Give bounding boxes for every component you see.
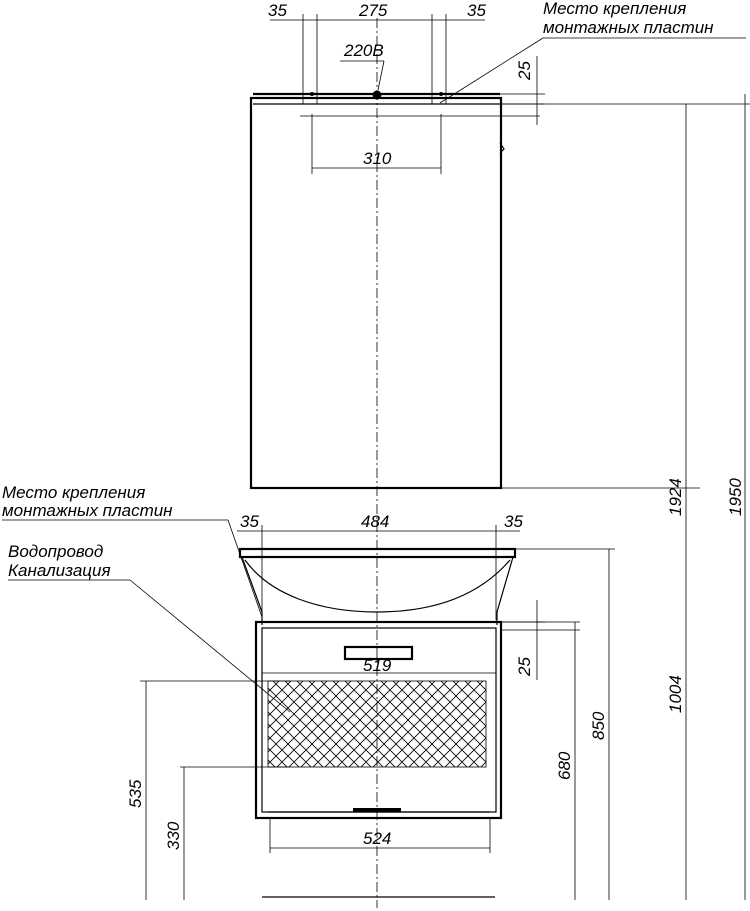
vanity-unit bbox=[238, 547, 517, 898]
cabinet-body bbox=[254, 620, 503, 820]
note-mount-bottom-line1: Место крепления bbox=[2, 483, 145, 502]
dim-height-1924: 1924 bbox=[666, 478, 685, 516]
note-mount-top-line1: Место крепления bbox=[543, 0, 686, 18]
note-water-line2: Канализация bbox=[8, 561, 111, 580]
left-height-dimensions: 535 330 bbox=[126, 680, 290, 900]
dim-height-535: 535 bbox=[126, 779, 145, 808]
dim-mirror-mount: 310 bbox=[363, 149, 392, 168]
sink-left-edge bbox=[241, 556, 263, 625]
top-dimension-group: 35 275 35 bbox=[268, 1, 486, 104]
mirror-hinge-icon bbox=[499, 142, 505, 154]
dim-height-1950: 1950 bbox=[726, 478, 745, 516]
dim-top-right: 35 bbox=[467, 1, 486, 20]
right-height-dimensions: 680 850 1004 bbox=[496, 548, 685, 900]
mirror-cabinet bbox=[249, 90, 505, 490]
dim-height-850: 850 bbox=[589, 711, 608, 740]
note-mount-bottom-line2: монтажных пластин bbox=[2, 501, 173, 520]
top-offset-dimension: 25 bbox=[500, 56, 545, 125]
mount-point-left-icon bbox=[310, 92, 314, 96]
dim-cabinet-left: 35 bbox=[240, 512, 259, 531]
sink-right-edge bbox=[496, 556, 514, 625]
drawer-offset-dimension: 25 bbox=[500, 600, 580, 680]
dim-cabinet-right: 35 bbox=[504, 512, 523, 531]
mirror-mount-dimension: 310 bbox=[300, 114, 540, 174]
note-mount-top-line2: монтажных пластин bbox=[543, 18, 714, 37]
power-outlet-icon bbox=[372, 90, 382, 100]
dim-base-width: 524 bbox=[363, 829, 391, 848]
dim-drawer-offset: 25 bbox=[515, 657, 534, 677]
power-label: 220В bbox=[343, 41, 384, 60]
mount-point-right-icon bbox=[439, 92, 443, 96]
foot-plate bbox=[353, 808, 401, 812]
sink-bowl bbox=[244, 559, 511, 613]
vanity-top-dimension-group: 35 484 35 bbox=[237, 512, 523, 620]
base-width-dimension: 524 bbox=[269, 818, 491, 853]
dim-top-left: 35 bbox=[268, 1, 287, 20]
dim-drawer-width: 519 bbox=[363, 656, 392, 675]
dim-height-330: 330 bbox=[164, 821, 183, 850]
mesh-panel bbox=[267, 680, 487, 768]
note-water-line1: Водопровод bbox=[8, 542, 103, 561]
dim-top-center: 275 bbox=[358, 1, 388, 20]
dim-cabinet-center: 484 bbox=[361, 512, 389, 531]
dim-height-680: 680 bbox=[555, 751, 574, 780]
dim-height-1004: 1004 bbox=[666, 675, 685, 713]
sink-top bbox=[238, 547, 517, 559]
drawer-handle bbox=[343, 645, 414, 661]
dim-top-offset: 25 bbox=[515, 61, 534, 81]
